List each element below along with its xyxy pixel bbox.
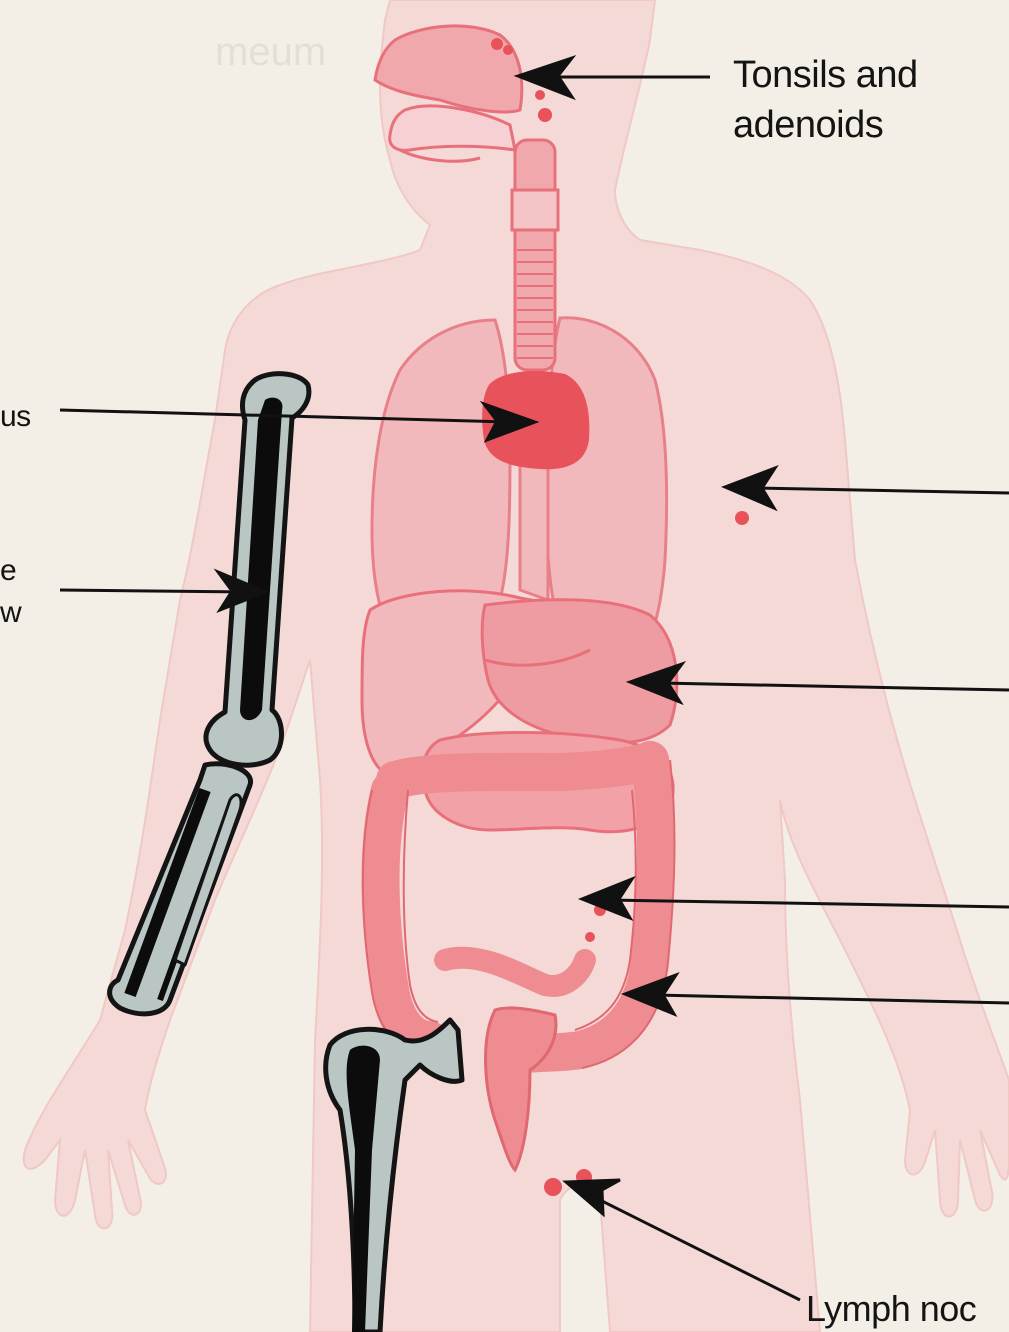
label-thymus-partial: us bbox=[0, 394, 31, 440]
label-tonsils-line1: Tonsils and bbox=[733, 52, 918, 98]
label-bone-marrow-line1: e bbox=[0, 548, 16, 594]
label-tonsils-line2: adenoids bbox=[733, 102, 883, 148]
label-bone-marrow-line2: w bbox=[0, 590, 21, 636]
label-lymph-nodes-partial: Lymph noc bbox=[806, 1286, 976, 1332]
